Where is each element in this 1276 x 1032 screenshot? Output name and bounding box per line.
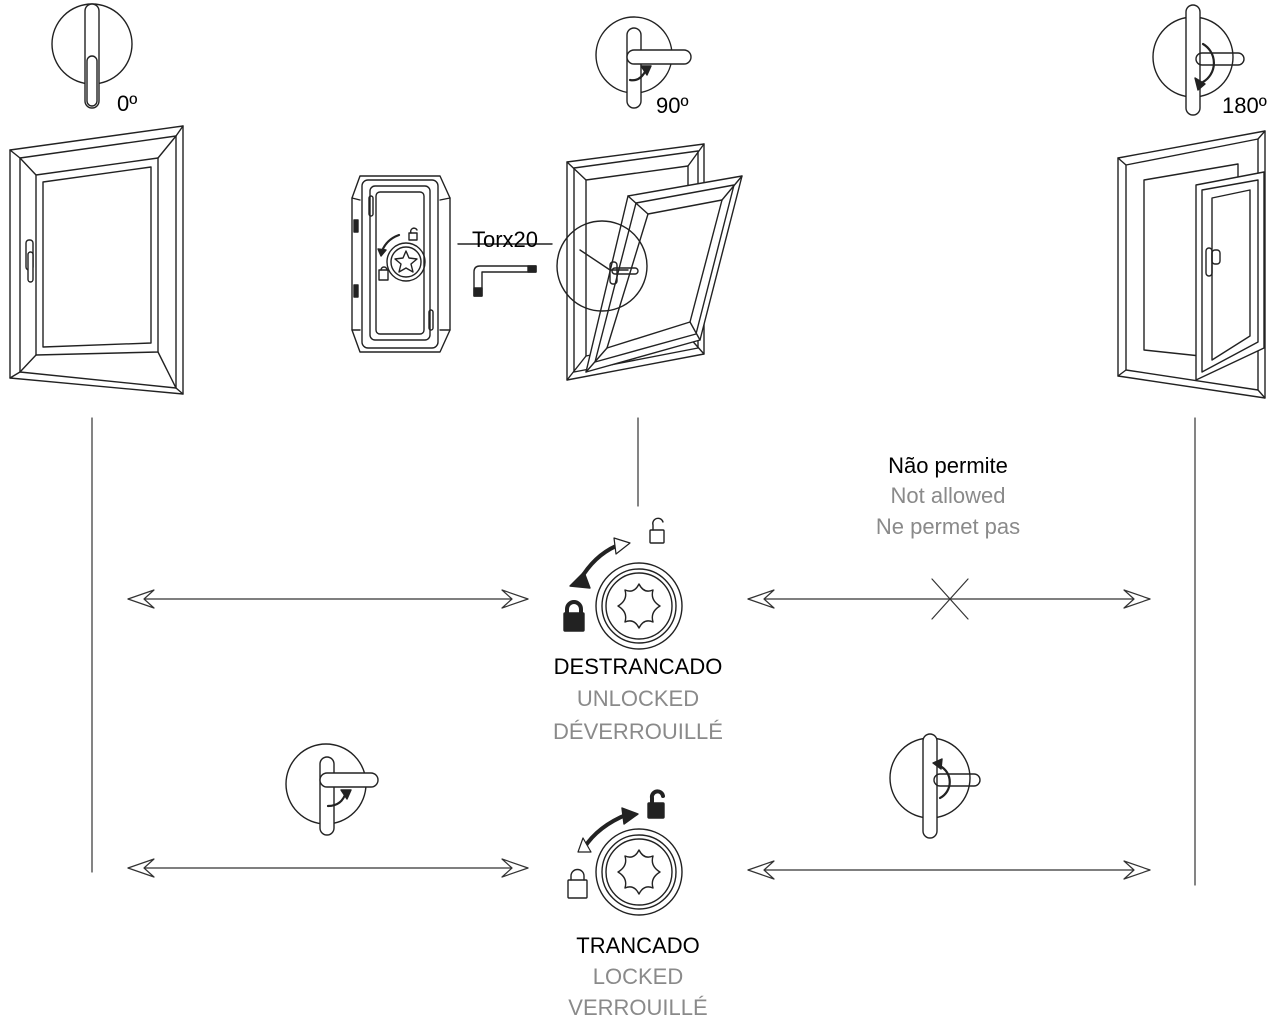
window-open-illustration bbox=[1117, 130, 1266, 399]
handle-90-degree-icon bbox=[595, 16, 692, 109]
not-allowed-pt: Não permite bbox=[888, 453, 1008, 478]
unlocked-en: UNLOCKED bbox=[576, 686, 700, 711]
arrow-row-2-left bbox=[127, 858, 529, 878]
not-allowed-fr: Ne permet pas bbox=[875, 514, 1021, 539]
window-closed-illustration bbox=[9, 125, 184, 395]
cylinder-unlocked-icon bbox=[563, 517, 683, 650]
handle-0-degree-icon bbox=[51, 3, 133, 109]
unlocked-pt: DESTRANCADO bbox=[553, 654, 723, 679]
locked-en: LOCKED bbox=[592, 964, 684, 989]
angle-90-label: 90º bbox=[656, 93, 689, 118]
locked-fr: VERROUILLÉ bbox=[568, 995, 708, 1020]
handle-180-degree-icon bbox=[1152, 4, 1245, 116]
handle-90-degree-icon-lower bbox=[285, 743, 379, 836]
arrow-row-1-right-not-allowed bbox=[747, 578, 1151, 620]
torx-label: Torx20 bbox=[472, 227, 539, 252]
arrow-row-1-left bbox=[127, 589, 529, 609]
not-allowed-en: Not allowed bbox=[890, 483, 1006, 508]
torx-key-illustration bbox=[457, 243, 553, 297]
cylinder-locked-icon bbox=[567, 789, 683, 916]
locked-pt: TRANCADO bbox=[576, 933, 700, 958]
lock-cylinder-illustration bbox=[351, 175, 451, 353]
arrow-row-2-right bbox=[747, 860, 1151, 880]
handle-180-degree-icon-lower bbox=[889, 733, 981, 839]
unlocked-fr: DÉVERROUILLÉ bbox=[553, 719, 723, 744]
connector-lines bbox=[91, 417, 1196, 886]
angle-180-label: 180º bbox=[1222, 93, 1267, 118]
window-tilt-illustration bbox=[556, 143, 743, 381]
angle-0-label: 0º bbox=[117, 91, 138, 116]
